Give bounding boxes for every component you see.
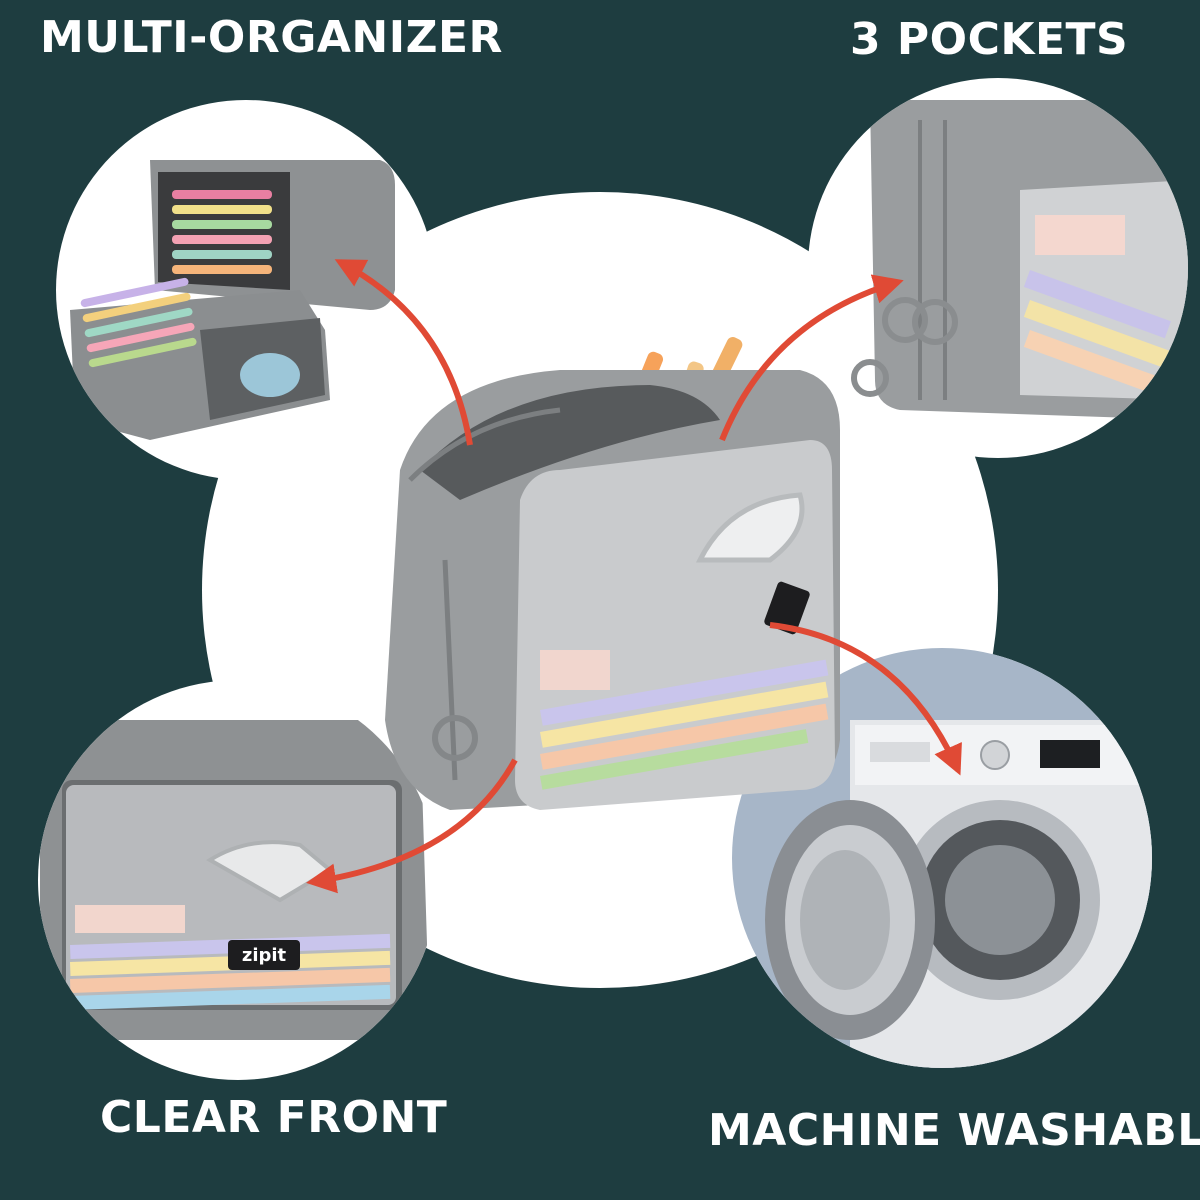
arrow-icon-pockets (719, 274, 904, 442)
arrow-icon-organizer (334, 259, 473, 446)
pocket-zipper-image (851, 100, 1188, 420)
caption-multi-organizer: MULTI-ORGANIZER (40, 12, 503, 63)
caption-three-pockets: 3 POCKETS (850, 14, 1129, 65)
open-organizer-image (70, 160, 395, 440)
arrow-icon-clear-front (306, 758, 518, 894)
caption-machine-washable: MACHINE WASHABLE (708, 1105, 1200, 1156)
caption-clear-front: CLEAR FRONT (100, 1092, 448, 1143)
arrow-icon-washable (769, 622, 962, 776)
zipit-logo-bottom-left: zipit (242, 945, 287, 966)
pencil-case-image (385, 337, 840, 810)
clear-front-image: zipit (40, 720, 430, 1040)
